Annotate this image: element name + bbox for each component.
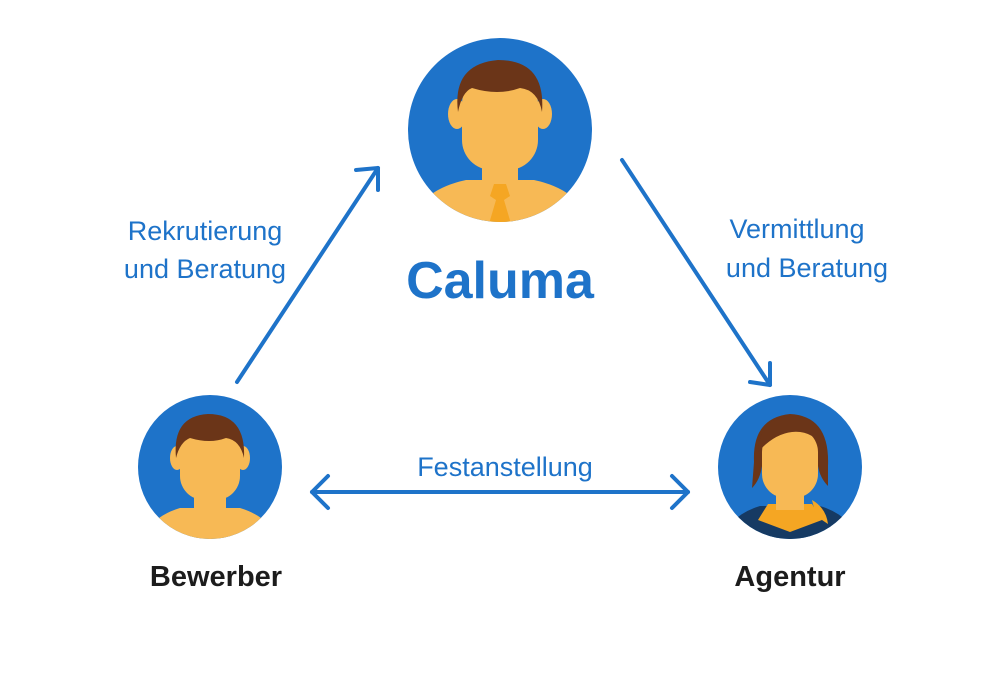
center-title: Caluma [406, 252, 595, 310]
edge-right-label-line1: Vermittlung [729, 214, 864, 244]
bewerber-label: Bewerber [150, 561, 282, 593]
arrow-right-down [620, 158, 772, 387]
arrow-left-up [235, 166, 380, 384]
caluma-node [408, 38, 592, 222]
edge-bottom-label: Festanstellung [417, 452, 593, 482]
agentur-node [718, 395, 862, 539]
bewerber-node [138, 395, 282, 539]
edge-right-label-line2: und Beratung [726, 253, 888, 283]
edge-left-label-line2: und Beratung [124, 254, 286, 284]
woman-icon [718, 414, 862, 539]
edge-left-label-line1: Rekrutierung [128, 216, 283, 246]
agentur-label: Agentur [734, 561, 845, 593]
arrow-bidirectional [310, 474, 690, 510]
man-with-tie-icon [408, 60, 592, 222]
man-icon [138, 414, 282, 539]
